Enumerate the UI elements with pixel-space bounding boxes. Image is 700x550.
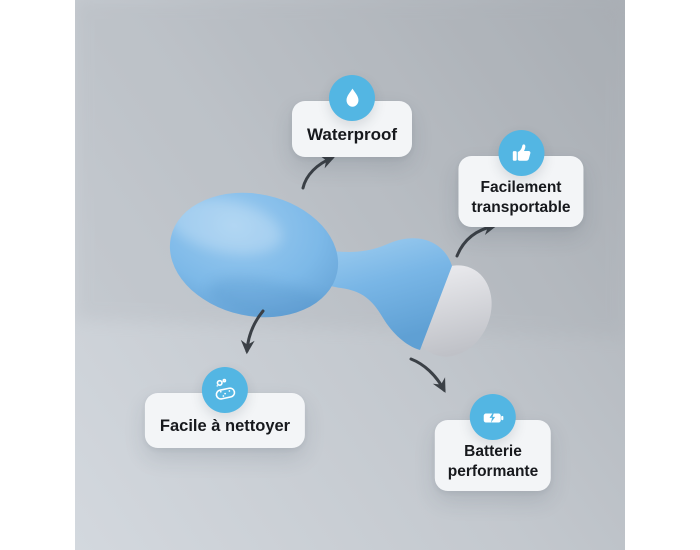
callout-arrows — [240, 155, 498, 393]
badge-transportable-line1: Facilement — [480, 179, 562, 196]
badge-waterproof-label: Waterproof — [291, 101, 413, 157]
arrow-to-waterproof — [301, 155, 336, 190]
arrow-to-batterie — [409, 357, 446, 393]
badge-batterie-line1: Batterie — [464, 443, 522, 460]
product-image — [75, 0, 625, 393]
badge-transportable: Facilement transportable — [458, 130, 584, 228]
product-head-highlight — [168, 197, 282, 255]
arrow-to-nettoyer — [240, 309, 265, 355]
thumbs-up-icon — [498, 130, 544, 176]
badge-nettoyer: Facile à nettoyer — [144, 367, 306, 448]
badge-batterie: Batterie performante — [434, 394, 552, 492]
product-wand — [168, 192, 492, 357]
badge-transportable-line2: transportable — [471, 198, 571, 216]
badge-batterie-label: Batterie performante — [434, 420, 552, 492]
badge-waterproof: Waterproof — [291, 75, 413, 157]
battery-charging-icon — [470, 394, 516, 440]
badge-batterie-line2: performante — [447, 462, 539, 480]
water-drop-icon — [329, 75, 375, 121]
arrow-to-transportable — [455, 221, 498, 258]
sponge-icon — [201, 367, 248, 413]
product-neck-and-body — [306, 238, 452, 350]
